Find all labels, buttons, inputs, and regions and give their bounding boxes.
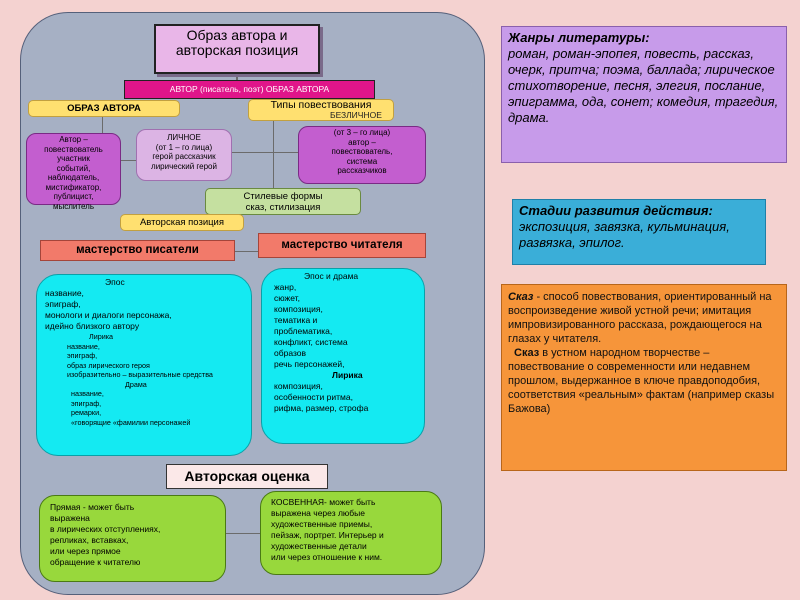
skaz-text-2: в устном народном творчестве – повествов… [508,347,775,415]
connector-author-to-lichnoe [121,160,136,161]
genres-title: Жанры литературы: [508,30,650,45]
genres-body: роман, роман-эпопея, повесть, рассказ, о… [508,46,779,125]
reader-mastery-details: Эпос и драма жанр, сюжет, композиция, те… [261,268,425,444]
skaz-paragraph-1: Сказ - способ повествования, ориентирова… [508,290,780,346]
left-lirika-body: название, эпиграф, образ лирического гер… [67,341,213,380]
diagram-title: Образ автора и авторская позиция [154,24,320,74]
personal-narration-box: ЛИЧНОЕ (от 1 – го лица) герой рассказчик… [136,129,232,181]
connector-left-branch [102,117,103,133]
connector-title-to-bar [236,74,238,82]
style-forms-box: Стилевые формы сказ, стилизация [205,188,361,215]
direct-evaluation-box: Прямая - может быть выражена в лирически… [39,495,226,582]
skaz-term-2: Сказ [514,347,540,359]
narration-types-label: Типы повествования [248,99,394,121]
skaz-definition-box: Сказ - способ повествования, ориентирова… [501,284,787,471]
connector-horizontal-center [232,152,300,153]
author-position-label: Авторская позиция [120,214,244,231]
left-epos-body: название, эпиграф, монологи и диалоги пе… [45,288,172,331]
bezlichnoe-label: БЕЗЛИЧНОЕ [330,110,382,120]
connector-vertical-center [273,118,274,190]
left-drama-body: название, эпиграф, ремарки, «говорящие «… [71,389,191,427]
reader-mastery-label: мастерство читателя [258,233,426,258]
writer-mastery-label: мастерство писатели [40,240,235,261]
style-forms-title: Стилевые формы [243,191,323,202]
indirect-evaluation-box: КОСВЕННАЯ- может быть выражена через люб… [260,491,442,575]
right-lirika-head: Лирика [332,370,363,380]
left-lirika-head: Лирика [89,332,114,341]
left-epos-head: Эпос [105,277,125,287]
obraz-avtora-label: ОБРАЗ АВТОРА [28,100,180,117]
impersonal-narration-box: (от 3 – го лица) автор – повествователь,… [298,126,426,184]
left-drama-head: Драма [125,379,147,389]
writer-mastery-details: Эпос название, эпиграф, монологи и диало… [36,274,252,456]
genres-box: Жанры литературы: роман, роман-эпопея, п… [501,26,787,163]
skaz-text-1: - способ повествования, ориентированный … [508,291,772,345]
right-lirika-body: композиция, особенности ритма, рифма, ра… [274,381,369,413]
right-epos-body: жанр, сюжет, композиция, тематика и проб… [274,282,348,369]
right-epos-head: Эпос и драма [304,271,359,281]
skaz-paragraph-2: Сказ в устном народном творчестве – пове… [508,346,780,416]
narration-types-title: Типы повествования [270,99,372,111]
connector-otsenka [226,533,260,534]
skaz-term-1: Сказ [508,291,534,303]
author-evaluation-label: Авторская оценка [166,464,328,489]
plot-stages-title: Стадии развития действия: [519,203,713,218]
plot-stages-box: Стадии развития действия: экспозиция, за… [512,199,766,265]
connector-master [235,251,258,252]
plot-stages-body: экспозиция, завязка, кульминация, развяз… [519,219,730,250]
author-image-bar: АВТОР (писатель, поэт) ОБРАЗ АВТОРА [124,80,375,99]
author-narrator-box: Автор – повествователь участник событий,… [26,133,121,211]
style-forms-body: сказ, стилизация [245,202,321,213]
